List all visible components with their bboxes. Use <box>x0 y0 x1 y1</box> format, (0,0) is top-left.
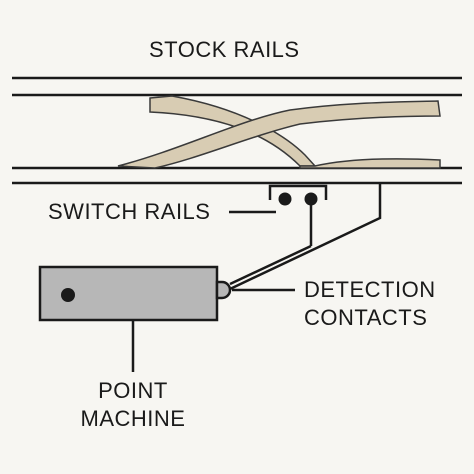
contact-left <box>278 192 292 206</box>
stock-rails <box>12 76 462 185</box>
switch-rail-ascending <box>117 100 441 169</box>
switch-rail-descending-tail <box>299 158 441 169</box>
switch-rails <box>117 95 441 169</box>
detection-contacts <box>268 184 328 246</box>
point-machine <box>38 265 232 372</box>
rod-to-contacts <box>229 244 312 286</box>
detection-contacts-label-line2: CONTACTS <box>304 305 428 330</box>
switch-rails-label: SWITCH RAILS <box>48 199 211 224</box>
contacts-bracket <box>268 184 328 200</box>
point-machine-label-line1: POINT <box>98 378 168 403</box>
detection-contacts-label-line1: DETECTION <box>304 277 436 302</box>
stock-rails-label: STOCK RAILS <box>149 37 300 62</box>
connecting-rods <box>229 184 382 291</box>
point-machine-label-line2: MACHINE <box>80 406 186 431</box>
point-machine-dot <box>61 288 75 302</box>
rod-to-rail <box>229 184 382 291</box>
point-machine-nub <box>215 280 232 300</box>
